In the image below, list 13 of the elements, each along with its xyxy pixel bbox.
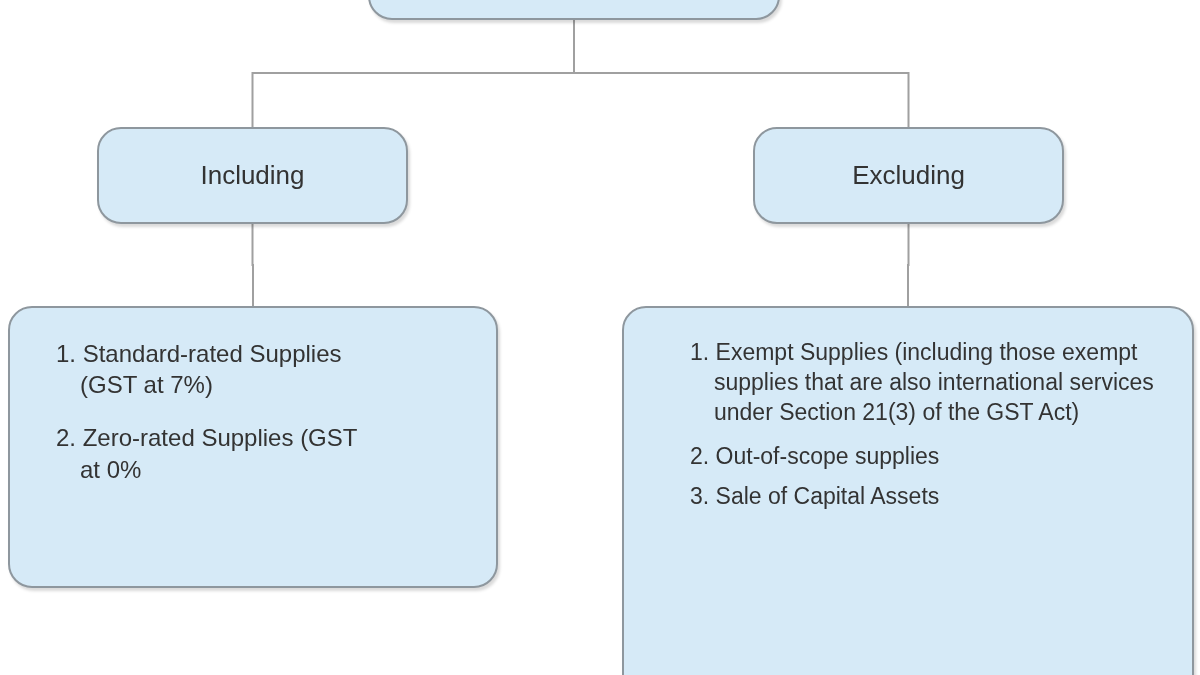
list-box — [622, 306, 1194, 675]
list-box — [8, 306, 498, 588]
list-item: 3. Sale of Capital Assets — [690, 481, 941, 511]
list-item: 1. Exempt Supplies (including those exempt supplies that are also international services under Section 21(3) of the GST Act) — [690, 338, 1155, 427]
list-item: 2. Zero-rated Supplies (GST at 0% — [56, 423, 359, 485]
category-box — [97, 127, 408, 224]
connector-line — [251, 223, 254, 307]
category-label: Excluding — [852, 160, 965, 191]
list-item: 1. Standard-rated Supplies (GST at 7%) — [56, 339, 343, 401]
list-item: 2. Out-of-scope supplies — [690, 441, 941, 471]
category-box — [753, 127, 1064, 224]
connector-line — [907, 223, 910, 307]
category-label: Including — [200, 160, 305, 191]
